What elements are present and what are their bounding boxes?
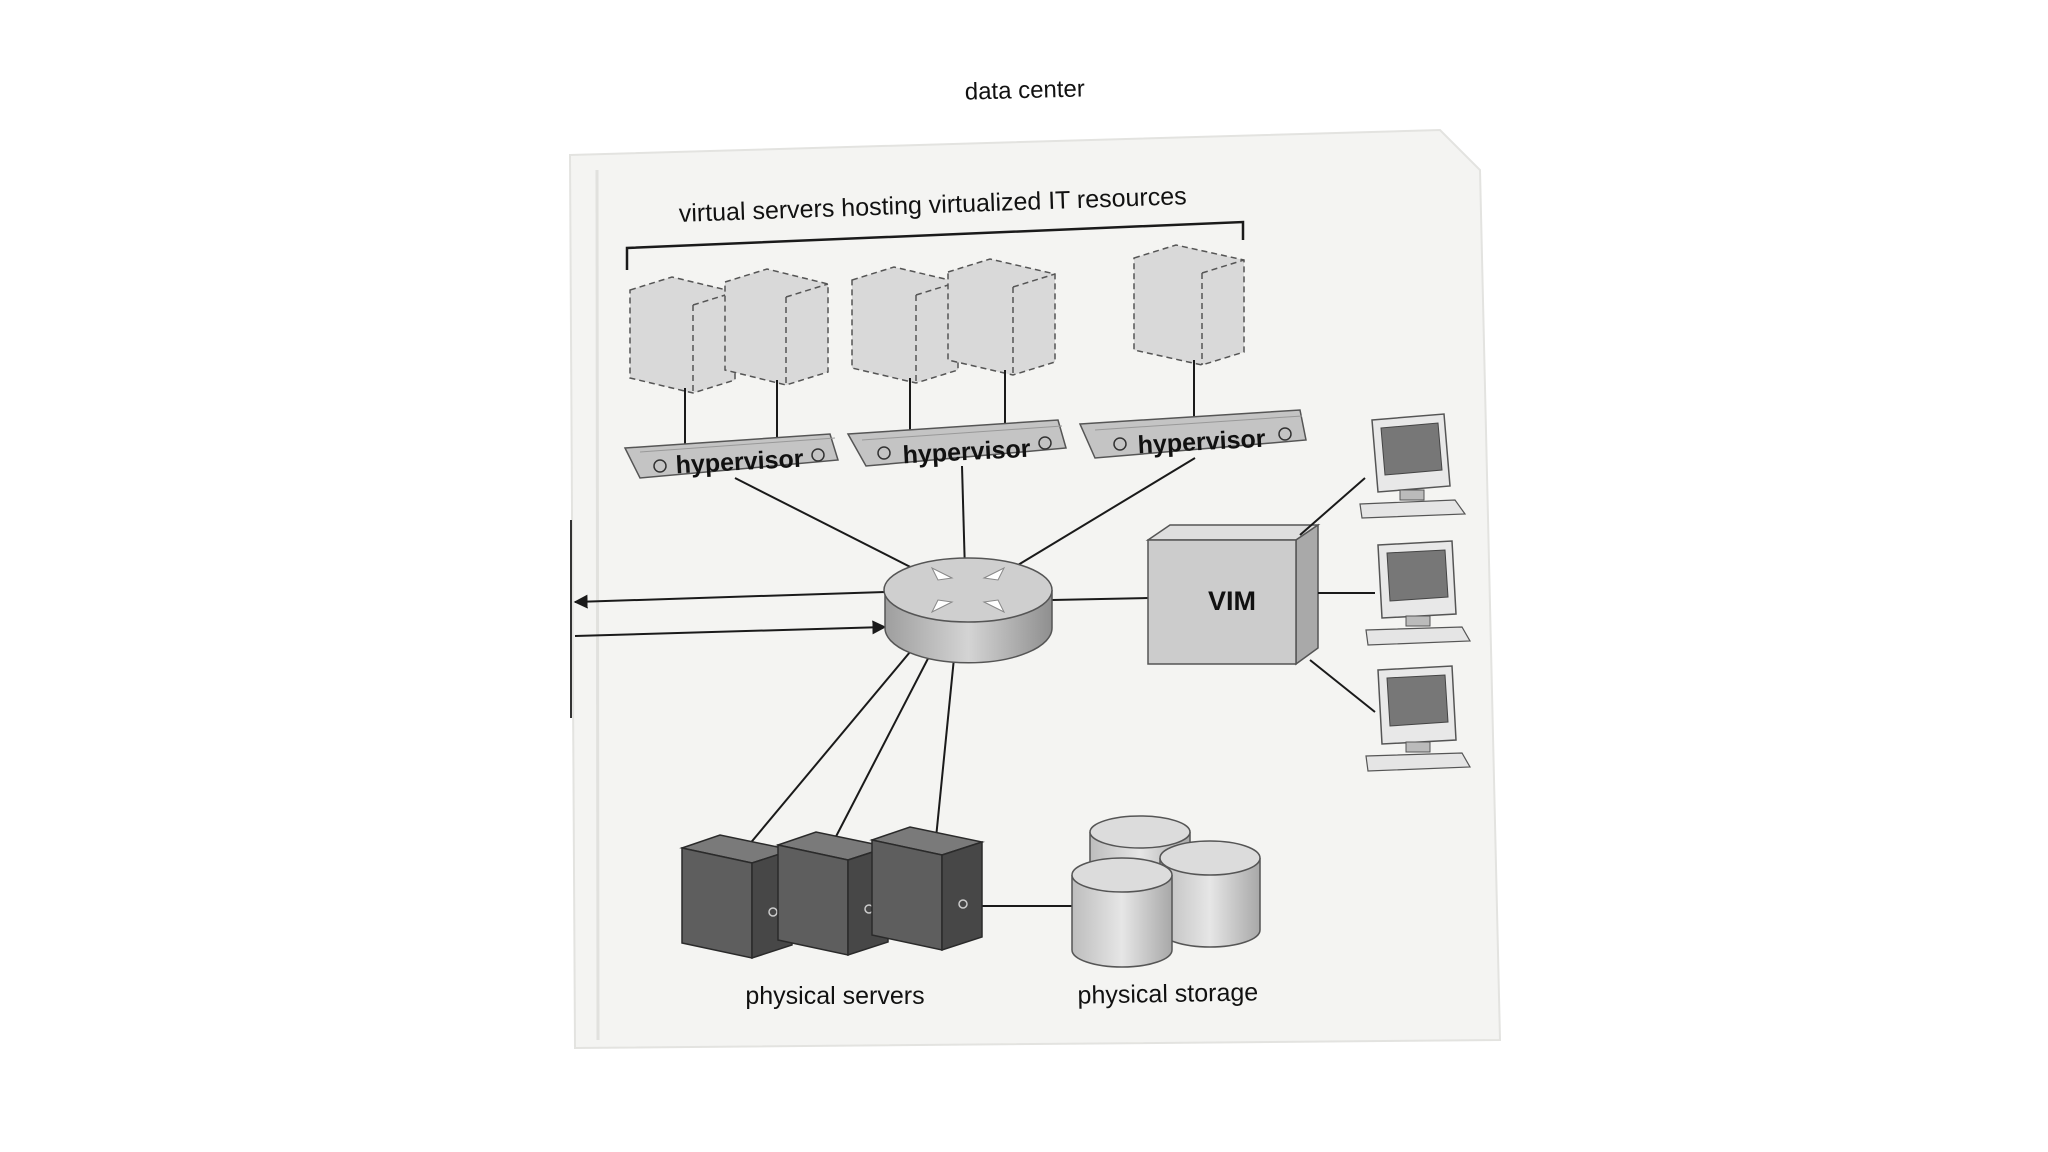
virtual-servers <box>629 244 1245 394</box>
router-links <box>734 457 1196 907</box>
keyboard <box>1365 626 1472 646</box>
virtual-servers-bracket <box>625 220 1245 270</box>
monitor-stand <box>1405 615 1431 627</box>
physical-servers <box>679 826 985 960</box>
monitor-stand <box>1399 489 1425 501</box>
hypervisor-2: hypervisor <box>846 419 1067 470</box>
virtual-server-icon <box>629 276 736 394</box>
workstation-links <box>1299 477 1376 713</box>
physical-storage-label: physical storage <box>1077 978 1258 1009</box>
virtual-server-icon <box>724 268 829 386</box>
workstation-2 <box>1365 540 1472 646</box>
hypervisor-3: hypervisor <box>1078 409 1307 460</box>
vm-links <box>684 360 1195 445</box>
hypervisor-label: hypervisor <box>675 445 804 480</box>
page-edge <box>595 169 600 1041</box>
vim-label: VIM <box>1208 586 1256 616</box>
hypervisor-1: hypervisor <box>623 433 839 480</box>
workstation-3 <box>1365 665 1472 772</box>
hypervisor-label: hypervisor <box>1137 425 1266 460</box>
physical-server-icon <box>869 826 985 952</box>
workstation-1 <box>1359 413 1467 519</box>
keyboard <box>1365 752 1472 772</box>
monitor-stand <box>1405 741 1431 753</box>
vim-box: VIM <box>1145 523 1321 666</box>
virtual-server-icon <box>1133 244 1245 366</box>
physical-storage <box>1071 815 1261 968</box>
keyboard <box>1359 499 1467 519</box>
storage-cylinder-icon <box>1071 857 1173 968</box>
storage-cylinder-icon <box>1159 840 1261 948</box>
hypervisor-label: hypervisor <box>902 435 1031 470</box>
router-icon <box>883 557 1053 664</box>
physical-server-icon <box>679 834 795 960</box>
inbound-arrow <box>574 620 887 637</box>
data-center-label: data center <box>964 75 1085 105</box>
virtual-server-icon <box>851 266 959 384</box>
virtual-server-icon <box>947 258 1056 376</box>
physical-servers-label: physical servers <box>745 982 924 1010</box>
outbound-arrow <box>573 591 886 609</box>
